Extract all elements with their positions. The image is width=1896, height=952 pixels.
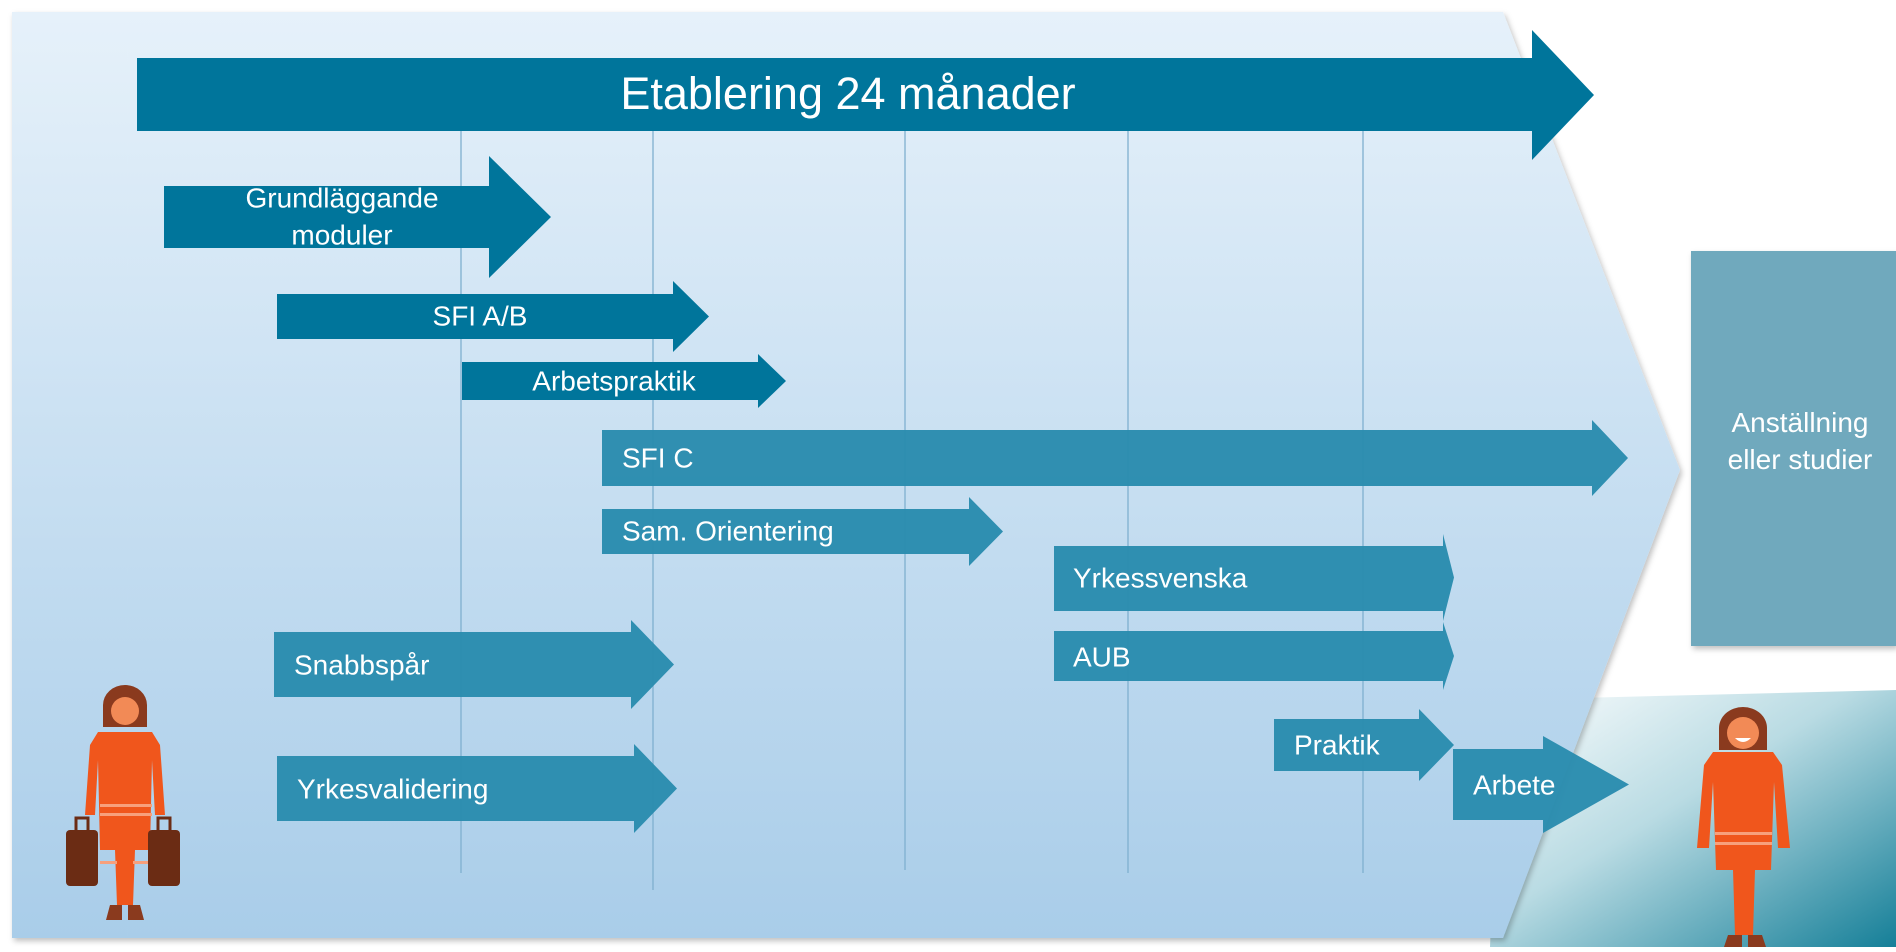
activity-arrow-shape bbox=[602, 420, 1628, 496]
person-with-suitcases-icon bbox=[66, 685, 180, 920]
goal-wedge bbox=[1490, 690, 1896, 947]
activity-arrow: Snabbspår bbox=[274, 620, 674, 709]
main-arrow: Etablering 24 månader bbox=[137, 30, 1594, 160]
activity-label: Yrkessvenska bbox=[1073, 562, 1248, 593]
activity-arrow-shape bbox=[274, 620, 674, 709]
activity-label: moduler bbox=[291, 219, 392, 250]
activity-arrow: SFI A/B bbox=[277, 281, 709, 352]
activity-arrow-shape bbox=[602, 497, 1003, 566]
main-arrow-label: Etablering 24 månader bbox=[620, 68, 1075, 119]
goal-box-rect bbox=[1691, 251, 1896, 646]
activity-arrow: Yrkesvalidering bbox=[277, 744, 677, 833]
activity-label: Praktik bbox=[1294, 729, 1381, 760]
activity-arrow-shape bbox=[1453, 736, 1629, 833]
activity-label: SFI C bbox=[622, 442, 694, 473]
goal-label-line: eller studier bbox=[1728, 444, 1873, 475]
activity-arrow: Sam. Orientering bbox=[602, 497, 1003, 566]
activity-arrow: SFI C bbox=[602, 420, 1628, 496]
activity-arrow-shape bbox=[1274, 709, 1454, 781]
activity-arrow-shape bbox=[164, 156, 551, 278]
activity-arrow-shape bbox=[277, 281, 709, 352]
goal-box: Anställning eller studier bbox=[1691, 251, 1896, 646]
activity-label: Arbete bbox=[1473, 769, 1556, 800]
activity-arrow-shape bbox=[1054, 622, 1454, 690]
timeline-gridlines bbox=[460, 131, 1364, 890]
activity-arrow: Yrkessvenska bbox=[1054, 534, 1454, 621]
activity-label: Sam. Orientering bbox=[622, 515, 834, 546]
activity-arrow: Praktik bbox=[1274, 709, 1454, 781]
main-arrow-shape bbox=[137, 30, 1594, 160]
activity-arrow: Grundläggande moduler bbox=[164, 156, 551, 278]
goal-label-line: Anställning bbox=[1732, 407, 1869, 438]
goal-label: Anställning eller studier bbox=[1728, 407, 1873, 475]
activity-label: SFI A/B bbox=[433, 300, 528, 331]
activity-label: Yrkesvalidering bbox=[297, 773, 488, 804]
activity-arrow-shape bbox=[462, 354, 786, 408]
activity-label: Snabbspår bbox=[294, 649, 429, 680]
smiling-person-icon bbox=[1697, 707, 1790, 947]
activity-label: Arbetspraktik bbox=[532, 365, 696, 396]
activity-label: Grundläggande bbox=[245, 182, 438, 213]
activity-label: AUB bbox=[1073, 641, 1131, 672]
activity-arrow-shape bbox=[1054, 534, 1454, 621]
activity-arrow: Arbete bbox=[1453, 736, 1629, 833]
activity-arrow-shape bbox=[277, 744, 677, 833]
activity-arrow: AUB bbox=[1054, 622, 1454, 690]
activity-arrow: Arbetspraktik bbox=[462, 354, 786, 408]
